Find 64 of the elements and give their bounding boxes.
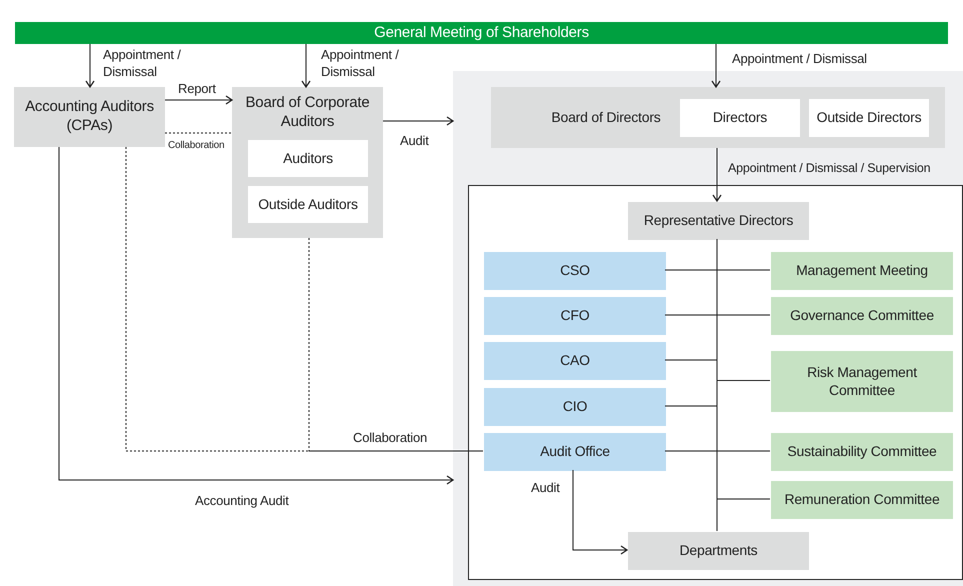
- arrow: [301, 44, 311, 88]
- node-label: CIO: [562, 398, 588, 416]
- header-band: [15, 22, 948, 44]
- officer-box: [484, 433, 666, 471]
- node-label: Risk Management Committee: [806, 364, 918, 399]
- officer-box: [484, 388, 666, 426]
- edge-label: Collaboration: [353, 430, 428, 447]
- edge-label: Audit: [531, 480, 560, 497]
- arrow: [712, 148, 722, 202]
- node-label: General Meeting of Shareholders: [374, 24, 589, 42]
- node-label: Directors: [712, 109, 768, 127]
- node-label: Departments: [680, 542, 758, 560]
- committee-box: [771, 481, 953, 519]
- node-label: Board of Directors: [551, 108, 661, 126]
- node-label: Management Meeting: [796, 262, 928, 280]
- member-box: [248, 186, 368, 223]
- edge-label: Appointment / Dismissal: [732, 51, 867, 68]
- officer-box: [484, 252, 666, 290]
- node-label: Representative Directors: [644, 212, 794, 230]
- node-label: Outside Directors: [816, 109, 922, 127]
- edge-label: Audit: [400, 133, 429, 150]
- group-box: [491, 87, 945, 148]
- arrow: [572, 470, 628, 555]
- connector-line: [716, 238, 718, 532]
- node-label: Accounting Auditors (CPAs): [24, 98, 155, 136]
- member-box: [809, 99, 929, 137]
- member-box: [680, 99, 800, 137]
- process-box: [628, 532, 809, 570]
- frame-box: [468, 185, 963, 580]
- committee-box: [771, 297, 953, 335]
- node-label: Sustainability Committee: [787, 443, 937, 461]
- node-label: Board of Corporate Auditors: [244, 94, 370, 132]
- edge-label: Accounting Audit: [195, 493, 289, 510]
- committee-box: [771, 252, 953, 290]
- edge-label: Appointment / Dismissal: [103, 47, 182, 81]
- node-label: CSO: [560, 262, 590, 280]
- dashed-connector: [308, 238, 484, 452]
- member-box: [248, 140, 368, 177]
- edge-label: Appointment / Dismissal / Supervision: [728, 160, 930, 176]
- dashed-connector: [126, 146, 484, 452]
- arrow: [58, 146, 454, 485]
- node-label: Remuneration Committee: [784, 491, 940, 509]
- edge-label: Collaboration: [168, 139, 224, 152]
- arrow: [382, 116, 454, 126]
- dashed-connector: [164, 132, 232, 134]
- process-box: [628, 202, 809, 240]
- panel-background: [453, 71, 963, 586]
- node-label: CAO: [560, 352, 590, 370]
- officer-box: [484, 342, 666, 380]
- node-label: CFO: [560, 307, 590, 325]
- committee-box: [771, 433, 953, 471]
- group-box: [232, 87, 383, 238]
- node-label: Audit Office: [540, 443, 610, 461]
- edge-label: Appointment / Dismissal: [321, 47, 400, 81]
- node-label: Outside Auditors: [258, 196, 358, 214]
- arrow: [164, 95, 233, 105]
- officer-box: [484, 297, 666, 335]
- committee-box: [771, 351, 953, 412]
- arrow: [711, 44, 721, 88]
- node-label: Governance Committee: [790, 307, 934, 325]
- edge-label: Report: [178, 81, 216, 98]
- process-box: [14, 87, 165, 147]
- node-label: Auditors: [283, 150, 333, 168]
- arrow: [85, 44, 95, 88]
